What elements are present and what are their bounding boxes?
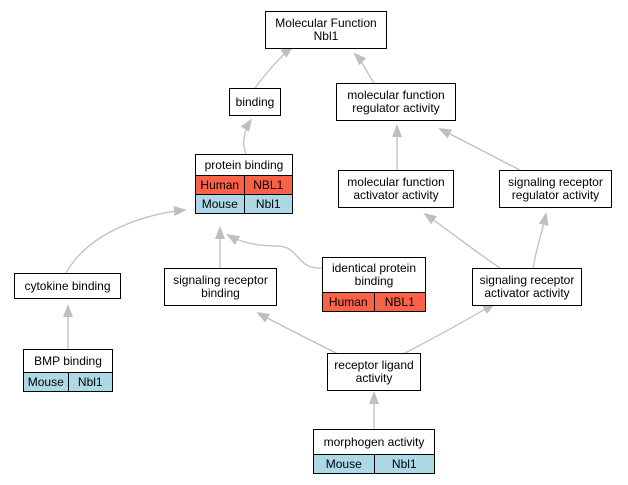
node-sig-rec-activator[interactable]: signaling receptor activator activity bbox=[472, 268, 582, 306]
gene-cell: NBL1 bbox=[243, 176, 293, 194]
node-cytokine-binding[interactable]: cytokine binding bbox=[14, 273, 121, 299]
node-label: molecular function activator activity bbox=[347, 175, 445, 202]
arrowhead-icon bbox=[256, 312, 271, 323]
gene-cell: NBL1 bbox=[373, 293, 426, 311]
node-label: signaling receptor binding bbox=[173, 273, 268, 300]
edge-protein_binding-to-binding bbox=[240, 118, 253, 155]
edge-cytokine_binding-to-protein_binding bbox=[65, 205, 187, 274]
edge-sig_rec_activator-to-sig_rec_regulator bbox=[532, 212, 549, 269]
node-label: receptor ligand activity bbox=[334, 358, 414, 385]
gene-cell: Nbl1 bbox=[243, 195, 293, 213]
edge-sig_rec_binding-to-protein_binding bbox=[215, 226, 225, 268]
annotation-row-mouse: Mouse Nbl1 bbox=[314, 454, 434, 473]
node-receptor-ligand[interactable]: receptor ligand activity bbox=[327, 353, 421, 391]
arrowhead-icon bbox=[240, 118, 253, 132]
arrowhead-icon bbox=[173, 205, 187, 216]
annotation-row-mouse: Mouse Nbl1 bbox=[196, 194, 292, 213]
node-label: protein binding bbox=[204, 157, 284, 172]
node-label: BMP binding bbox=[34, 353, 102, 368]
node-label: binding bbox=[235, 94, 275, 109]
node-binding[interactable]: binding bbox=[229, 88, 281, 116]
organism-cell: Mouse bbox=[27, 374, 64, 389]
arrowhead-icon bbox=[369, 391, 379, 404]
organism-cell: Human bbox=[200, 177, 240, 192]
gene-cell: Nbl1 bbox=[373, 455, 435, 473]
organism-cell: Mouse bbox=[201, 196, 238, 211]
arrowhead-icon bbox=[215, 226, 225, 239]
node-mf-root[interactable]: Molecular Function Nbl1 bbox=[265, 11, 387, 49]
arrowhead-icon bbox=[63, 304, 73, 317]
edge-line bbox=[424, 213, 501, 269]
edge-line bbox=[227, 234, 323, 269]
organism-cell: Human bbox=[328, 294, 368, 309]
node-mf-regulator[interactable]: molecular function regulator activity bbox=[336, 83, 456, 121]
edge-bmp_binding-to-cytokine_binding bbox=[63, 304, 73, 349]
edge-line bbox=[65, 209, 186, 274]
node-label: molecular function regulator activity bbox=[347, 88, 445, 115]
arrowhead-icon bbox=[392, 124, 402, 137]
edge-line bbox=[439, 128, 521, 171]
edge-morphogen-to-receptor_ligand bbox=[369, 391, 379, 430]
arrowhead-icon bbox=[538, 212, 549, 226]
edge-receptor_ligand-to-sig_rec_binding bbox=[256, 312, 341, 356]
arrowhead-icon bbox=[423, 212, 437, 225]
node-label: Molecular Function Nbl1 bbox=[275, 16, 377, 43]
node-label: signaling receptor regulator activity bbox=[508, 175, 603, 202]
node-sig-rec-regulator[interactable]: signaling receptor regulator activity bbox=[499, 170, 612, 208]
node-sig-rec-binding[interactable]: signaling receptor binding bbox=[164, 268, 277, 306]
edge-identical_protein_binding-to-protein_binding bbox=[226, 233, 323, 269]
node-label: cytokine binding bbox=[24, 278, 111, 293]
node-label: signaling receptor activator activity bbox=[479, 273, 575, 300]
edge-sig_rec_activator-to-mf_activator bbox=[423, 212, 501, 269]
arrowhead-icon bbox=[353, 52, 367, 66]
node-label: morphogen activity bbox=[323, 434, 425, 449]
edge-binding-to-mf_root bbox=[254, 45, 294, 89]
node-label: identical protein binding bbox=[331, 261, 417, 288]
annotation-row-human: Human NBL1 bbox=[323, 292, 425, 311]
edge-mf_activator-to-mf_regulator bbox=[392, 124, 402, 170]
node-mf-activator[interactable]: molecular function activator activity bbox=[338, 170, 454, 208]
arrowhead-icon bbox=[226, 233, 241, 245]
edge-mf_regulator-to-mf_root bbox=[353, 52, 375, 84]
arrowhead-icon bbox=[438, 128, 453, 139]
gene-cell: Nbl1 bbox=[67, 373, 113, 391]
edge-line bbox=[257, 312, 341, 356]
organism-cell: Mouse bbox=[325, 456, 362, 471]
edge-sig_rec_regulator-to-mf_regulator bbox=[438, 128, 521, 171]
